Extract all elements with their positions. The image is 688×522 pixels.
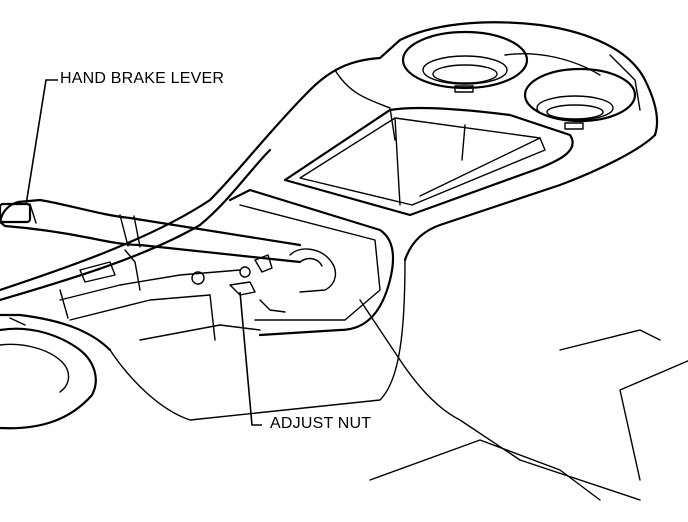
adjust-nut-leader bbox=[239, 291, 262, 426]
hand-brake-lever-leader bbox=[25, 79, 58, 206]
brake-mechanism bbox=[59, 188, 395, 341]
console-front-left bbox=[0, 317, 97, 430]
hand-brake-lever bbox=[0, 198, 302, 264]
storage-tray bbox=[283, 106, 574, 217]
cup-holders bbox=[401, 30, 637, 130]
console-shell bbox=[0, 21, 688, 501]
hand-brake-lever-label: HAND BRAKE LEVER bbox=[60, 70, 225, 87]
adjust-nut-label: ADJUST NUT bbox=[270, 415, 372, 432]
